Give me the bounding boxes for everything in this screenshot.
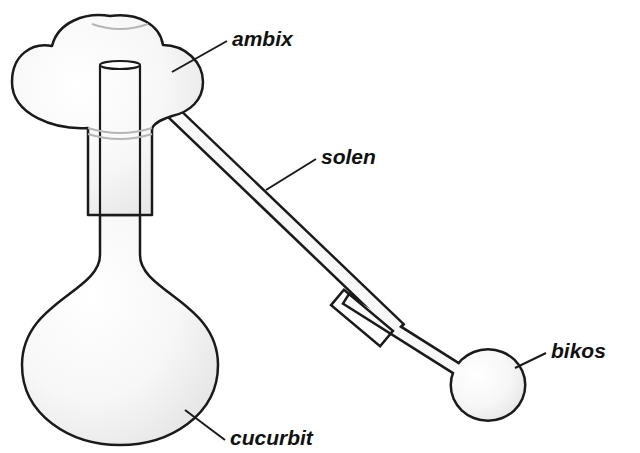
leader-line [185, 410, 225, 440]
part-label: cucurbit [230, 426, 313, 449]
part-label: ambix [232, 27, 293, 50]
cucurbit-flask [22, 215, 218, 445]
bikos-bulb-outline [450, 348, 527, 422]
leader-line [515, 353, 546, 368]
ambix-highlight [92, 24, 148, 29]
ambix-head [12, 15, 203, 215]
leader-line [266, 159, 316, 190]
cucurbit-mouth [100, 61, 140, 69]
part-label: bikos [551, 339, 606, 362]
leader-line [172, 41, 227, 72]
collar-ring [88, 128, 152, 139]
leader-lines [172, 41, 546, 440]
part-label: solen [321, 145, 376, 168]
bikos-bulb [452, 351, 524, 420]
bikos-neck [347, 300, 470, 378]
sleeve-joint [331, 290, 393, 346]
solen-tube [158, 98, 398, 328]
